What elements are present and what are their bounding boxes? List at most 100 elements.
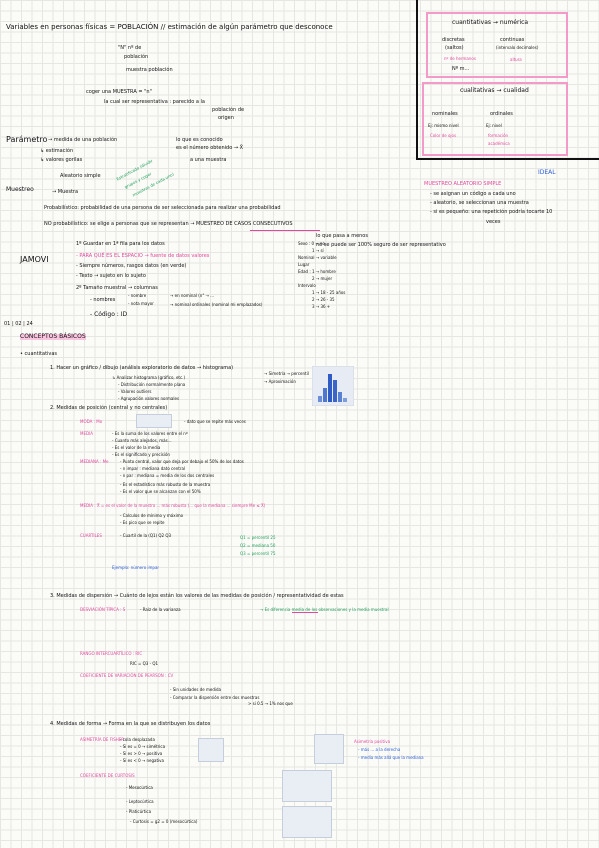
date: 01 | 02 | 24 xyxy=(4,321,33,327)
jamovi-side-7: Intervalo xyxy=(298,283,316,288)
jamovi-item-6c: → en nominal (n° → ... xyxy=(170,293,215,298)
asim-3: - Si es > 0 → positiva xyxy=(120,751,163,756)
simple-right-3: - si es pequeño: una repetición podría t… xyxy=(430,209,553,215)
kurtosis-image-2 xyxy=(282,806,332,838)
muestreo-muestra: → Muestra xyxy=(52,189,79,195)
discrete-example: nº de hermanos xyxy=(444,56,476,61)
media-2: - Cuanto más alejados, más... xyxy=(112,438,172,443)
cuartiles-label: CUARTILES xyxy=(80,533,102,538)
cuartiles-1: - Cuartil de la (Q1) Q2 Q3 xyxy=(120,533,172,538)
mediana-2: - n impar : mediana dato central xyxy=(120,466,186,471)
jamovi-side-4: Lugar xyxy=(298,262,310,267)
jamovi-item-3: - Siempre números, rasgos datos (en verd… xyxy=(76,263,187,269)
section-3: 3. Medidas de dispersión → Cuánto de lej… xyxy=(50,593,344,599)
media-label: MEDIA xyxy=(80,431,93,436)
nominal-example: Ej: mismo nivel xyxy=(428,123,459,128)
jamovi-item-6b: - nota mayor xyxy=(128,301,154,306)
jamovi-item-6d: → nominal ordinales (nominal mi emplazad… xyxy=(170,302,263,307)
frame-horizontal-line xyxy=(416,158,599,160)
param-est: ↳ estimación xyxy=(40,148,74,154)
kurtosis-image xyxy=(282,770,332,802)
histogram-bar xyxy=(323,388,327,402)
media-b-1: - Calculos de mínimo y máximo xyxy=(120,513,184,518)
param-samples: es el número obtenido → X̄ xyxy=(176,145,244,151)
coef-label: COEFICIENTE DE VARIACIÓN DE PEARSON : CV xyxy=(80,673,174,678)
n-sub: población xyxy=(124,54,149,60)
pink-connector xyxy=(250,230,320,231)
coef-2: - Comparar la dispersión entre dos muest… xyxy=(170,695,260,700)
asim-right-2: - más ... a la derecha xyxy=(358,747,401,752)
histogram-bar xyxy=(343,398,347,402)
asim-1: - cola desplazada xyxy=(120,737,155,742)
histogram-image xyxy=(312,366,354,406)
curt-1: - Mesocúrtica xyxy=(126,785,153,790)
continuous-label: continuas xyxy=(500,37,525,43)
media-4: - Es el significado y precisión xyxy=(112,452,170,457)
continuous-sub: (intervalo decimales) xyxy=(496,45,539,50)
section-2: 2. Medidas de posición (central y no cen… xyxy=(50,405,168,411)
param-samples-2: a una muestra xyxy=(190,157,227,163)
media-3: - Es el valor de la media xyxy=(112,445,161,450)
frame-vertical-line xyxy=(416,0,418,160)
histogram-bar xyxy=(328,374,332,402)
ordinal-label: ordinales xyxy=(490,111,513,117)
pink-connector xyxy=(292,612,318,613)
coef-1: - Sin unidades de medida xyxy=(170,687,221,692)
muestreo-noprob: NO probabilístico: se elige a personas q… xyxy=(44,221,293,227)
curt-2: - Leptocúrtica xyxy=(126,799,154,804)
continuous-example: altura xyxy=(510,57,522,62)
histogram-bar xyxy=(333,380,337,402)
jamovi-side-5: Edad : 1 → hombre xyxy=(298,269,336,274)
simple-right-1: - se asignan un código a cada uno xyxy=(430,191,516,197)
moda-label: MODA : Mo xyxy=(80,419,103,424)
muestreo-simple: Aleatorio simple xyxy=(60,173,101,179)
sample-text: coger una MUESTRA = "n" xyxy=(86,89,152,95)
media-b-label: MEDIA : X̄ = es el valor de la muestra .… xyxy=(80,503,266,508)
section-4: 4. Medidas de forma → Forma en la que se… xyxy=(50,721,211,727)
param-def: → medida de una población xyxy=(48,137,118,143)
media-b-2: - Es pico que se repite xyxy=(120,520,165,525)
jamovi-side-3: Nominal → variable xyxy=(298,255,337,260)
s1-b: - Distribución normalmente plana xyxy=(118,382,186,387)
moda-image xyxy=(136,414,172,428)
nm-text: Nº m... xyxy=(452,66,470,72)
desv-2: → Es diferencia media de los observacion… xyxy=(260,607,389,612)
ordinal-example: Ej: nivel xyxy=(486,123,502,128)
n-sub2: muestra población xyxy=(126,67,173,73)
asymmetry-image xyxy=(198,738,224,762)
quartile-extra: Ejemplo: número impar xyxy=(112,565,160,570)
ordinal-example-2: formación xyxy=(488,133,509,138)
cuartiles-4: Q3 = percentil 75 xyxy=(240,551,276,556)
coef-3: > si 0.5 → 1% nos que xyxy=(248,701,293,706)
represent-text-3: origen xyxy=(218,115,234,121)
basic-title: CONCEPTOS BÁSICOS xyxy=(20,333,86,340)
param-est-2: ↳ valores gorilas xyxy=(40,157,83,163)
jamovi-item-5: 2º Tamaño muestral → columnas xyxy=(76,285,158,291)
qual-title: cualitativas → cualidad xyxy=(460,87,529,94)
moda-1: - dato que se repite más veces xyxy=(184,419,246,424)
jamovi-side-8: 1 → 18 - 25 años xyxy=(312,290,346,295)
ideal-label: IDEAL xyxy=(538,169,556,176)
media-1: - Es la suma de los valores entre el nº xyxy=(112,431,188,436)
desv-1: - Raíz de la varianza xyxy=(140,607,181,612)
param-label: Parámetro xyxy=(6,135,48,144)
mediana-1: - Punto central, valor que deja por deba… xyxy=(120,459,244,464)
muestreo-label: Muestreo xyxy=(6,186,34,193)
simple-right-3b: veces xyxy=(486,219,501,225)
quantitative-box xyxy=(426,12,568,78)
n-label: "N" nº de xyxy=(118,45,142,51)
curt-label: COEFICIENTE DE CURTOSIS xyxy=(80,773,135,778)
param-unknown: lo que es conocido xyxy=(176,137,223,143)
represent-text: la cual ser representativa : parecido a … xyxy=(104,99,205,105)
page-title: Variables en personas físicas = POBLACIÓ… xyxy=(6,23,333,31)
jamovi-side-1: Sexo : 0 → no xyxy=(298,241,325,246)
qualitative-box xyxy=(422,82,568,156)
cuartiles-2: Q1 = percentil 25 xyxy=(240,535,276,540)
jamovi-label: JAMOVI xyxy=(20,255,49,264)
represent-text-2: población de xyxy=(212,107,245,113)
jamovi-item-2: - PARA QUÉ ES EL ESPACIO → fuente de dat… xyxy=(76,253,210,259)
jamovi-side-6: 2 → mujer xyxy=(312,276,333,281)
s1-a: ↳ Analizar histograma (gráfico, etc.) xyxy=(112,375,185,380)
ordinal-example-3: académica xyxy=(488,141,510,146)
nominal-label: nominales xyxy=(432,111,458,117)
